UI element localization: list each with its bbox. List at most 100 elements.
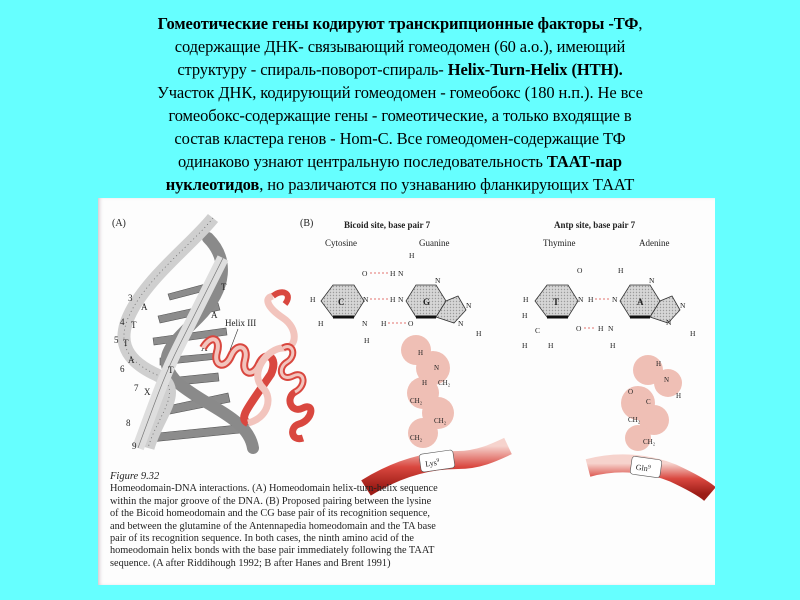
svg-text:CH₂: CH₂ bbox=[434, 417, 447, 425]
panel-a-label: (A) bbox=[112, 218, 126, 229]
bicoid-title: Bicoid site, base pair 7 bbox=[344, 220, 431, 230]
svg-text:N: N bbox=[680, 301, 686, 310]
base-right-4: T bbox=[168, 365, 174, 375]
svg-text:H: H bbox=[364, 336, 370, 345]
svg-text:H: H bbox=[548, 341, 554, 350]
svg-text:O: O bbox=[362, 269, 368, 278]
text-run: состав кластера генов - Hom-C. Все гомео… bbox=[174, 129, 626, 148]
svg-text:H: H bbox=[318, 319, 324, 328]
svg-text:O: O bbox=[576, 324, 582, 333]
position-3: 3 bbox=[128, 293, 133, 303]
text-run: одинаково узнают центральную последовате… bbox=[177, 152, 547, 171]
lys-label: Lys9 bbox=[425, 458, 441, 469]
guanine-letter: G bbox=[423, 297, 430, 307]
text-run: , bbox=[638, 14, 643, 33]
position-6: 6 bbox=[120, 364, 125, 374]
text-line: состав кластера генов - Hom-C. Все гомео… bbox=[100, 127, 700, 150]
svg-text:N: N bbox=[608, 324, 614, 333]
position-9: 9 bbox=[132, 441, 137, 451]
svg-text:O: O bbox=[408, 319, 414, 328]
svg-text:H: H bbox=[476, 329, 482, 338]
adenine-label: Adenine bbox=[639, 238, 670, 248]
panel-b-antp: Antp site, base pair 7 Thymine Adenine T… bbox=[522, 220, 715, 502]
panel-a-dna-diagram: (A) 3 4 5 6 bbox=[112, 213, 315, 454]
text-line: структуру - спираль-поворот-спираль- Hel… bbox=[100, 58, 700, 81]
cytosine-label: Cytosine bbox=[325, 238, 357, 248]
svg-text:H: H bbox=[310, 295, 316, 304]
svg-text:H: H bbox=[418, 349, 423, 357]
text-run: гомеобокс-содержащие гены - гомеотически… bbox=[168, 106, 632, 125]
svg-text:CH₂: CH₂ bbox=[410, 434, 423, 442]
textbook-figure: (A) 3 4 5 6 bbox=[98, 198, 715, 585]
helix-iii-label: Helix III bbox=[225, 318, 256, 328]
text-run: Участок ДНК, кодирующий гомеодомен - гом… bbox=[157, 83, 643, 102]
position-4: 4 bbox=[120, 317, 125, 327]
svg-text:N: N bbox=[435, 276, 441, 285]
position-8: 8 bbox=[126, 418, 131, 428]
antp-title: Antp site, base pair 7 bbox=[554, 220, 636, 230]
slide-body-text: Гомеотические гены кодируют транскрипцио… bbox=[100, 12, 700, 196]
base-left-7: X bbox=[144, 387, 151, 397]
svg-text:N: N bbox=[434, 364, 439, 372]
svg-text:N: N bbox=[664, 376, 669, 384]
text-line: гомеобокс-содержащие гены - гомеотически… bbox=[100, 104, 700, 127]
figure-number: Figure 9.32 bbox=[110, 471, 160, 482]
bold-text-run: ТААТ-пар bbox=[546, 152, 623, 171]
svg-text:O: O bbox=[577, 266, 583, 275]
svg-text:H: H bbox=[690, 329, 696, 338]
homeodomain-protein bbox=[199, 289, 315, 443]
svg-text:N: N bbox=[362, 319, 368, 328]
svg-text:H: H bbox=[522, 311, 528, 320]
panel-b-bicoid: (B) Bicoid site, base pair 7 Cytosine Gu… bbox=[300, 218, 512, 496]
svg-text:H: H bbox=[390, 269, 396, 278]
svg-text:O: O bbox=[628, 388, 633, 396]
figure-illustration: (A) 3 4 5 6 bbox=[112, 213, 715, 502]
text-line: Гомеотические гены кодируют транскрипцио… bbox=[100, 12, 700, 35]
svg-text:H: H bbox=[676, 392, 681, 400]
svg-text:CH₂: CH₂ bbox=[410, 397, 423, 405]
svg-text:CH₂: CH₂ bbox=[628, 416, 641, 424]
svg-text:H: H bbox=[656, 360, 661, 368]
svg-text:N: N bbox=[398, 295, 404, 304]
bold-text-run: Гомеотические гены кодируют транскрипцио… bbox=[157, 14, 639, 33]
gln-label: Gln9 bbox=[635, 463, 651, 474]
svg-text:CH₂: CH₂ bbox=[438, 379, 451, 387]
panel-b-label: (B) bbox=[300, 218, 313, 229]
base-left-4: T bbox=[131, 320, 137, 330]
cytosine-letter: C bbox=[338, 297, 345, 307]
svg-text:C: C bbox=[535, 326, 540, 335]
caption-text: Homeodomain-DNA interactions. (A) Homeod… bbox=[110, 483, 438, 569]
svg-text:C: C bbox=[646, 398, 651, 406]
svg-text:H: H bbox=[588, 295, 594, 304]
position-7: 7 bbox=[134, 383, 139, 393]
guanine-label: Guanine bbox=[419, 238, 450, 248]
thymine-label: Thymine bbox=[543, 238, 576, 248]
svg-text:N: N bbox=[466, 301, 472, 310]
svg-text:H: H bbox=[381, 319, 387, 328]
lysine-sidechain bbox=[401, 335, 454, 448]
svg-text:H: H bbox=[409, 251, 415, 260]
svg-text:N: N bbox=[649, 276, 655, 285]
svg-text:N: N bbox=[458, 319, 464, 328]
svg-text:H: H bbox=[522, 341, 528, 350]
bold-text-run: нуклеотидов bbox=[165, 175, 260, 194]
glutamine-sidechain bbox=[621, 355, 682, 451]
text-line: одинаково узнают центральную последовате… bbox=[100, 150, 700, 173]
position-5: 5 bbox=[114, 335, 119, 345]
svg-text:H: H bbox=[618, 266, 624, 275]
svg-text:H: H bbox=[390, 295, 396, 304]
svg-text:N: N bbox=[578, 295, 584, 304]
base-left-6: A bbox=[128, 355, 135, 365]
bold-text-run: Helix-Turn-Helix (HTH). bbox=[447, 60, 623, 79]
text-run: , но различаются по узнаванию фланкирующ… bbox=[259, 175, 635, 194]
svg-text:H: H bbox=[523, 295, 529, 304]
text-run: структуру - спираль-поворот-спираль- bbox=[177, 60, 448, 79]
svg-text:H: H bbox=[598, 324, 604, 333]
base-right-1: T bbox=[221, 282, 227, 292]
svg-text:N: N bbox=[612, 295, 618, 304]
adenine-letter: A bbox=[637, 297, 644, 307]
svg-text:N: N bbox=[363, 295, 369, 304]
svg-text:H: H bbox=[610, 341, 616, 350]
svg-text:H: H bbox=[422, 379, 427, 387]
text-line: нуклеотидов, но различаются по узнаванию… bbox=[100, 173, 700, 196]
